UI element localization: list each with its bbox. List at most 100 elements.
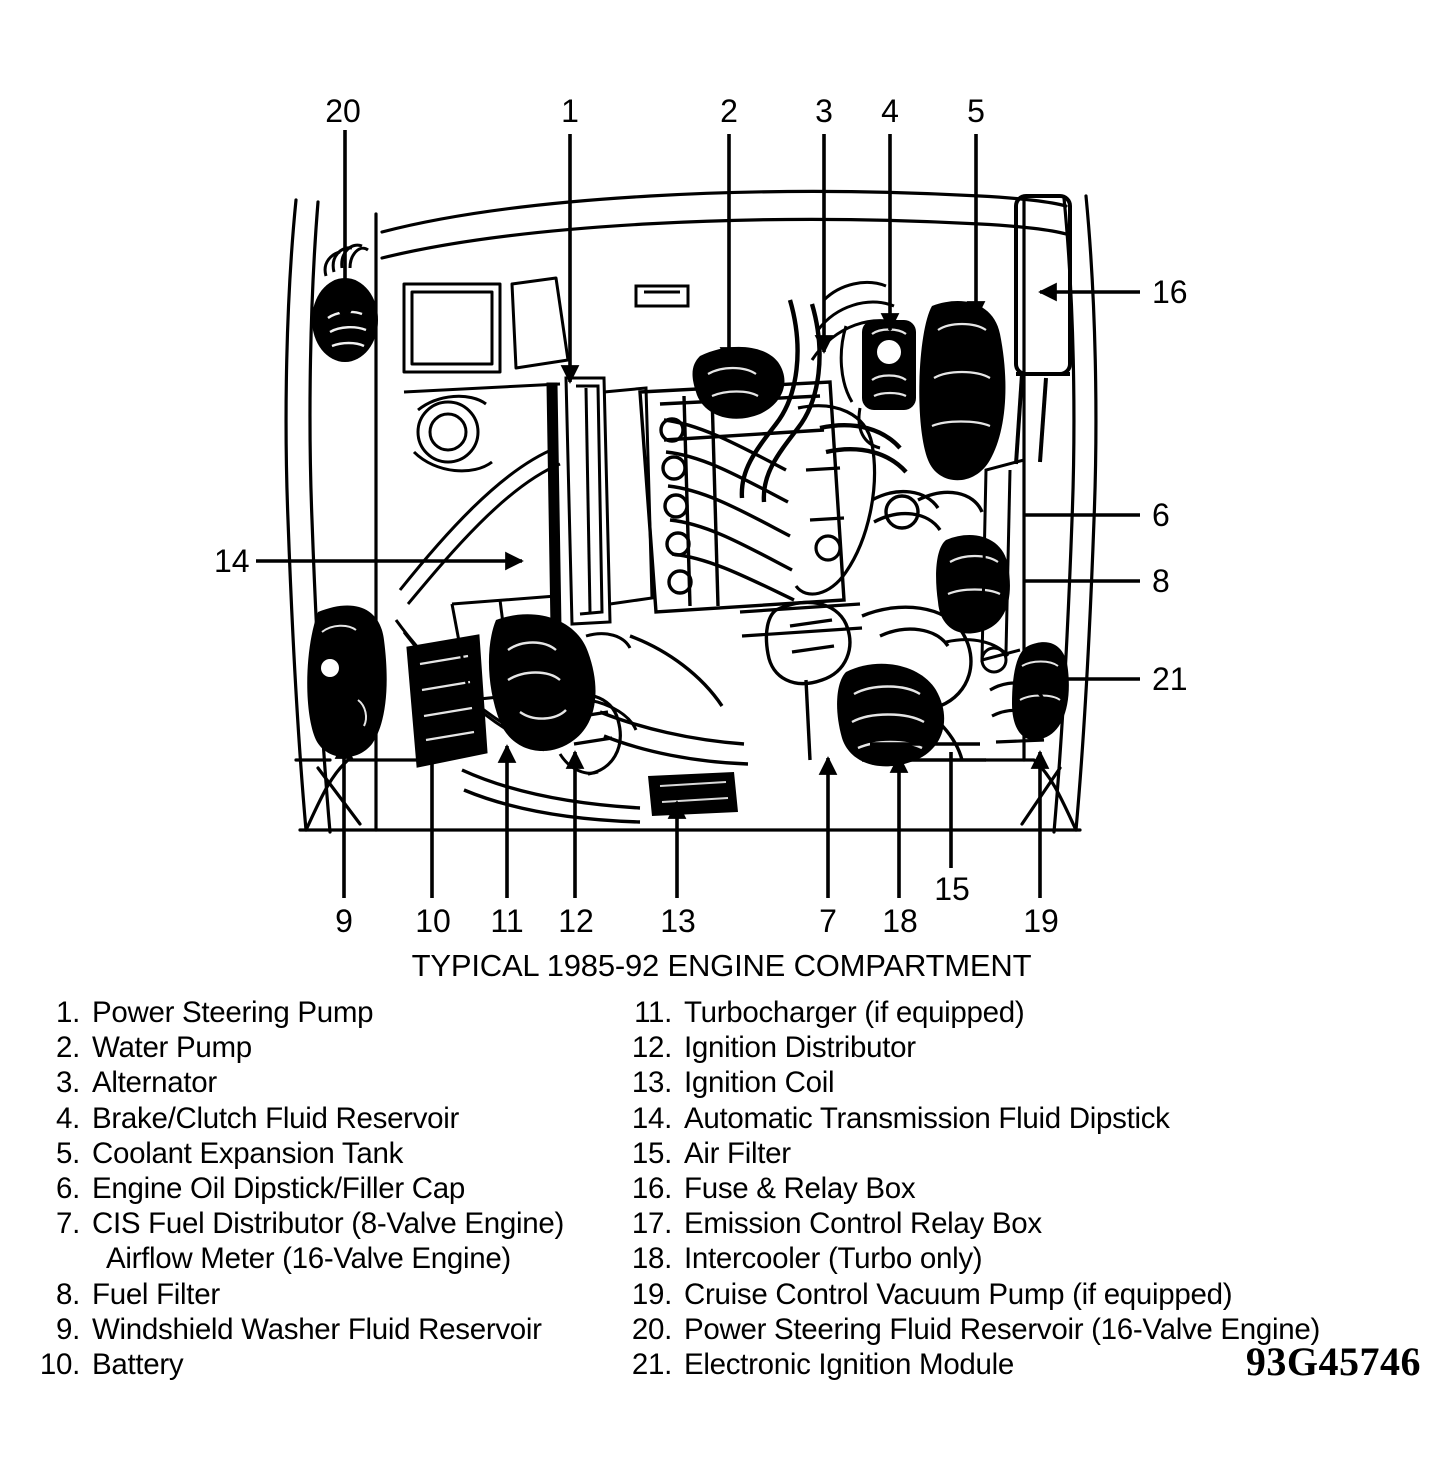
callout-19: 19 bbox=[1023, 903, 1059, 939]
ignition-coil-shape bbox=[648, 772, 738, 816]
legend-label: Air Filter bbox=[684, 1136, 791, 1170]
legend-number: 10. bbox=[39, 1348, 80, 1382]
legend-item: 17. Emission Control Relay Box bbox=[622, 1206, 1422, 1241]
callout-7: 7 bbox=[819, 903, 837, 939]
legend-item: 6. Engine Oil Dipstick/Filler Cap bbox=[30, 1171, 630, 1206]
legend-item: 7. CIS Fuel Distributor (8-Valve Engine) bbox=[30, 1206, 630, 1241]
legend-label: Ignition Coil bbox=[684, 1066, 835, 1100]
legend-number: 2. bbox=[55, 1031, 80, 1065]
legend-label: Automatic Transmission Fluid Dipstick bbox=[684, 1101, 1170, 1135]
legend-item: 11. Turbocharger (if equipped) bbox=[622, 995, 1422, 1030]
legend-number: 18. bbox=[631, 1242, 672, 1276]
legend-label: Windshield Washer Fluid Reservoir bbox=[92, 1312, 542, 1346]
brake-fluid-reservoir-shape bbox=[839, 320, 916, 450]
legend-number: 6. bbox=[55, 1172, 80, 1206]
legend-number: 11. bbox=[634, 996, 672, 1029]
intake-manifold-shape bbox=[739, 404, 877, 638]
callout-14: 14 bbox=[214, 543, 250, 579]
legend-label: Battery bbox=[92, 1348, 184, 1382]
legend-number: 15. bbox=[631, 1136, 672, 1170]
legend-label: Fuse & Relay Box bbox=[684, 1172, 916, 1206]
callout-21: 21 bbox=[1152, 661, 1188, 697]
legend-label: Power Steering Fluid Reservoir (16-Valve… bbox=[684, 1312, 1320, 1346]
engine-compartment-figure: 20 1 2 3 4 5 16 6 8 21 14 9 10 11 12 13 … bbox=[214, 93, 1188, 939]
leader-lines-right bbox=[1024, 282, 1140, 689]
callout-13: 13 bbox=[660, 903, 696, 939]
callout-20: 20 bbox=[325, 93, 361, 129]
leader-lines-bottom bbox=[334, 740, 1050, 898]
legend-item: 19. Cruise Control Vacuum Pump (if equip… bbox=[622, 1277, 1422, 1312]
legend-item: 14. Automatic Transmission Fluid Dipstic… bbox=[622, 1101, 1422, 1136]
legend-item: 20. Power Steering Fluid Reservoir (16-V… bbox=[622, 1312, 1422, 1347]
legend-label: CIS Fuel Distributor (8-Valve Engine) bbox=[92, 1207, 565, 1241]
legend-label: Airflow Meter (16-Valve Engine) bbox=[106, 1242, 511, 1276]
legend-item: 18. Intercooler (Turbo only) bbox=[622, 1241, 1422, 1276]
callout-18: 18 bbox=[882, 903, 918, 939]
callout-12: 12 bbox=[558, 903, 594, 939]
legend-label: Emission Control Relay Box bbox=[684, 1207, 1042, 1241]
legend-number: 4. bbox=[55, 1101, 80, 1135]
right-inner-fender-detail bbox=[945, 458, 1025, 674]
legend-label: Intercooler (Turbo only) bbox=[684, 1242, 983, 1276]
intercooler-shape bbox=[837, 663, 945, 767]
legend-label: Turbocharger (if equipped) bbox=[684, 996, 1025, 1029]
legend-item: 16. Fuse & Relay Box bbox=[622, 1171, 1422, 1206]
lower-hose-detail bbox=[461, 634, 749, 824]
cowl-vent-detail bbox=[634, 284, 690, 308]
legend-number: 12. bbox=[631, 1031, 672, 1065]
callout-11: 11 bbox=[490, 903, 523, 939]
legend-number: 9. bbox=[55, 1312, 80, 1346]
legend-number: 17. bbox=[631, 1207, 672, 1241]
legend-number: 19. bbox=[631, 1277, 672, 1311]
legend-column-left: 1. Power Steering Pump 2. Water Pump 3. … bbox=[30, 995, 630, 1382]
radiator-core-shape bbox=[546, 376, 654, 630]
air-filter-shape bbox=[861, 605, 986, 762]
callout-6: 6 bbox=[1152, 497, 1170, 533]
callout-5: 5 bbox=[967, 93, 985, 129]
figure-id-code: 93G45746 bbox=[1245, 1339, 1421, 1384]
legend-item: 21. Electronic Ignition Module bbox=[622, 1347, 1422, 1382]
leader-lines-top bbox=[335, 130, 986, 384]
legend-item: 15. Air Filter bbox=[622, 1136, 1422, 1171]
figure-caption: TYPICAL 1985-92 ENGINE COMPARTMENT bbox=[411, 948, 1032, 983]
engine-compartment-illustration: 20 1 2 3 4 5 16 6 8 21 14 9 10 11 12 13 … bbox=[214, 93, 1188, 939]
washer-fluid-reservoir-shape bbox=[307, 605, 387, 758]
oil-filler-and-fuel-filter-shape bbox=[871, 489, 984, 532]
callout-3: 3 bbox=[815, 93, 833, 129]
legend-item: 5. Coolant Expansion Tank bbox=[30, 1136, 630, 1171]
legend-item: 1. Power Steering Pump bbox=[30, 995, 630, 1030]
legend-number: 20. bbox=[631, 1312, 672, 1346]
legend-item: 2. Water Pump bbox=[30, 1030, 630, 1065]
callout-4: 4 bbox=[881, 93, 899, 129]
coolant-expansion-tank-shape bbox=[919, 301, 1006, 481]
legend-label: Brake/Clutch Fluid Reservoir bbox=[92, 1101, 460, 1135]
callout-9: 9 bbox=[335, 903, 353, 939]
legend-label: Coolant Expansion Tank bbox=[92, 1136, 404, 1170]
legend-item: 3. Alternator bbox=[30, 1065, 630, 1100]
legend-item: 9. Windshield Washer Fluid Reservoir bbox=[30, 1312, 630, 1347]
callout-10: 10 bbox=[415, 903, 451, 939]
legend-number: 16. bbox=[631, 1172, 672, 1206]
water-pump-shape bbox=[692, 346, 785, 419]
fuel-filter-shape bbox=[936, 535, 1010, 634]
electronic-ignition-module-shape bbox=[1012, 642, 1069, 741]
component-legend: 1. Power Steering Pump 2. Water Pump 3. … bbox=[0, 995, 1443, 1395]
legend-number: 13. bbox=[631, 1066, 672, 1100]
legend-item: 4. Brake/Clutch Fluid Reservoir bbox=[30, 1101, 630, 1136]
fuel-distributor-shape bbox=[764, 600, 852, 761]
callout-16: 16 bbox=[1152, 274, 1188, 310]
legend-number: 1. bbox=[55, 996, 80, 1029]
callout-number-group: 20 1 2 3 4 5 16 6 8 21 14 9 10 11 12 13 … bbox=[214, 93, 1188, 939]
legend-number: 5. bbox=[55, 1136, 80, 1170]
legend-label: Ignition Distributor bbox=[684, 1031, 916, 1065]
legend-number: 7. bbox=[55, 1207, 80, 1241]
callout-15: 15 bbox=[934, 871, 970, 907]
legend-item: 13. Ignition Coil bbox=[622, 1065, 1422, 1100]
legend-label: Power Steering Pump bbox=[92, 996, 374, 1029]
fuse-relay-box-shape bbox=[1014, 194, 1072, 465]
legend-number: 3. bbox=[55, 1066, 80, 1100]
callout-2: 2 bbox=[720, 93, 738, 129]
legend-label: Cruise Control Vacuum Pump (if equipped) bbox=[684, 1277, 1233, 1311]
legend-item-continuation: Airflow Meter (16-Valve Engine) bbox=[30, 1241, 630, 1276]
